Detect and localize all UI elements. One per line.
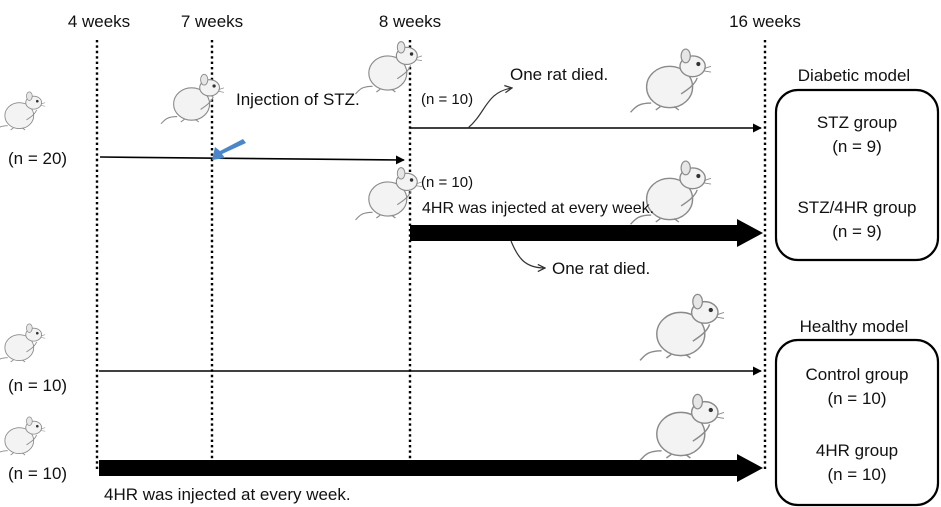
rat-icon: [0, 324, 45, 364]
treatment-arrow: [99, 454, 763, 482]
group-name: Control group: [805, 365, 908, 384]
model-title: Healthy model: [800, 317, 909, 336]
rat-icon: [356, 42, 423, 94]
week-label: 8 weeks: [379, 12, 441, 31]
week-label: 7 weeks: [181, 12, 243, 31]
sample-size-label: (n = 10): [8, 376, 67, 395]
model-title: Diabetic model: [798, 66, 910, 85]
death-label: One rat died.: [552, 259, 650, 278]
rat-icon: [356, 168, 423, 220]
group-size: (n = 9): [832, 137, 882, 156]
treatment-arrow: [410, 219, 763, 247]
group-size: (n = 9): [832, 222, 882, 241]
sample-size-label: (n = 10): [8, 464, 67, 483]
rat-icon: [161, 74, 224, 124]
rat-icon: [640, 294, 724, 360]
week-label: 16 weeks: [729, 12, 801, 31]
sample-size-label: (n = 10): [421, 91, 473, 108]
rat-icon: [0, 417, 45, 457]
death-pointer: [468, 88, 512, 128]
week-label: 4 weeks: [68, 12, 130, 31]
injection-frequency-label: 4HR was injected at every week.: [422, 200, 654, 217]
injection-frequency-label: 4HR was injected at every week.: [104, 485, 351, 504]
death-pointer: [511, 241, 545, 268]
rat-icon: [631, 49, 712, 112]
diagram-layer: 4 weeks 7 weeks 8 weeks 16 weeks (n = 20) (n …: [0, 12, 938, 505]
death-label: One rat died.: [510, 65, 608, 84]
group-name: STZ/4HR group: [797, 198, 916, 217]
group-name: 4HR group: [816, 441, 898, 460]
timeline-arrow: [100, 157, 404, 160]
group-size: (n = 10): [827, 465, 886, 484]
rat-icon: [0, 92, 45, 132]
group-name: STZ group: [817, 113, 897, 132]
sample-size-label: (n = 10): [421, 174, 473, 191]
injection-arrow-icon: [212, 139, 246, 160]
injection-label: Injection of STZ.: [236, 90, 360, 109]
sample-size-label: (n = 20): [8, 149, 67, 168]
rat-icon: [640, 394, 724, 460]
group-size: (n = 10): [827, 389, 886, 408]
